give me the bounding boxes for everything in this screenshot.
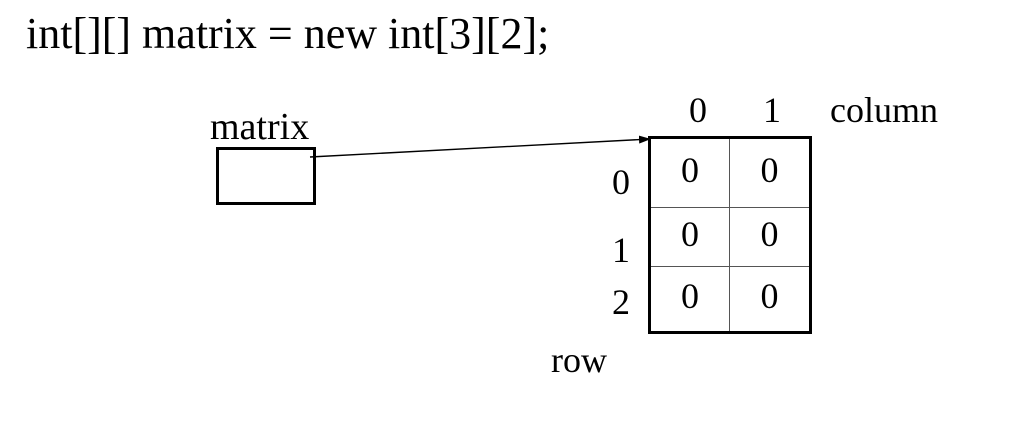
row-index-2: 2 <box>612 282 630 322</box>
reference-variable-box <box>216 147 316 205</box>
column-axis-label: column <box>830 90 938 130</box>
column-index-1: 1 <box>763 90 781 130</box>
reference-variable-label: matrix <box>210 106 310 148</box>
code-declaration: int[][] matrix = new int[3][2]; <box>26 9 550 58</box>
array-cell: 0 <box>760 276 779 316</box>
array-cell: 0 <box>651 267 730 331</box>
row-index-0: 0 <box>612 162 630 202</box>
array-grid: 0 0 0 0 0 0 <box>648 136 812 334</box>
array-cell: 0 <box>651 139 730 208</box>
array-cell: 0 <box>651 208 730 267</box>
array-cell: 0 <box>730 208 809 267</box>
array-cell: 0 <box>730 139 809 208</box>
row-index-1: 1 <box>612 230 630 270</box>
row-axis-label: row <box>551 340 607 380</box>
column-index-0: 0 <box>689 90 707 130</box>
